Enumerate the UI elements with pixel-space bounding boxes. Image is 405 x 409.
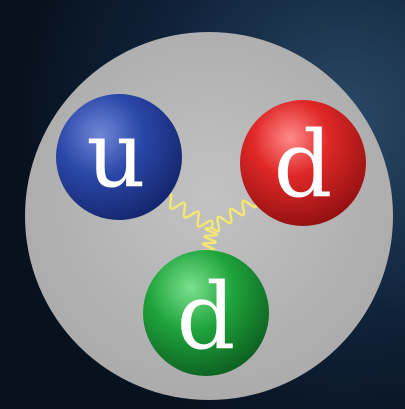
quark-down-red: d — [240, 100, 366, 226]
quark-label: d — [177, 263, 236, 370]
quark-label: d — [274, 111, 333, 218]
quark-label: u — [86, 101, 145, 208]
quark-down-green: d — [143, 250, 269, 376]
quark-up: u — [56, 94, 182, 220]
